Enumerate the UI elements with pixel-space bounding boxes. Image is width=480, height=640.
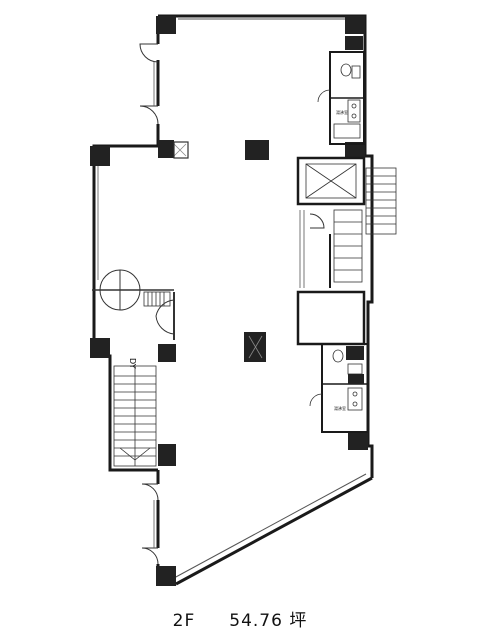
upper-wet-core <box>329 51 365 145</box>
floor-caption: 2F 54.76 坪 <box>0 606 480 631</box>
column-hatch <box>173 143 263 359</box>
area-label: 54.76 坪 <box>229 611 308 631</box>
kitchenette-label-lower: 湯沸室 <box>334 405 346 411</box>
column-center-upper <box>245 140 269 160</box>
floor-label: 2F <box>172 611 196 631</box>
lower-fixtures <box>309 349 363 411</box>
elevator <box>296 156 366 206</box>
right-staircase <box>333 167 397 283</box>
window-lines <box>97 62 155 548</box>
small-stair <box>143 291 171 307</box>
pipe-shaft <box>296 290 366 346</box>
upper-fixtures <box>317 63 361 139</box>
column-center-lower <box>244 332 266 362</box>
door-swings <box>99 43 175 565</box>
dy-mark: DY <box>128 358 137 369</box>
main-staircase <box>113 365 157 467</box>
elevator-hall-door <box>309 213 325 229</box>
diagonal-wall-inner <box>173 473 367 579</box>
kitchenette-label-upper: 湯沸室 <box>336 109 348 115</box>
columns <box>90 16 368 586</box>
